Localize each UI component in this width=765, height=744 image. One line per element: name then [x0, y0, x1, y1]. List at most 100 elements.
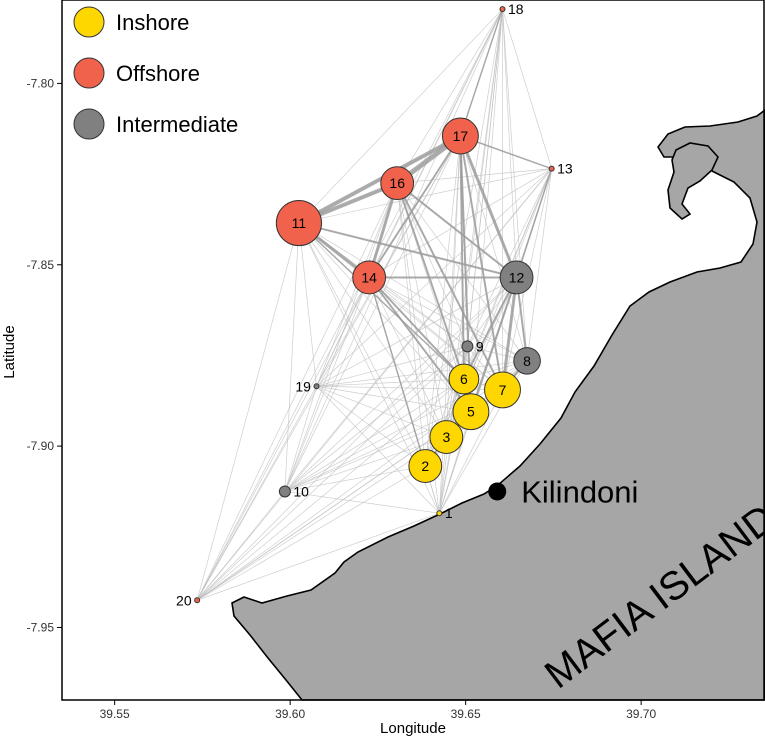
x-axis-title: Longitude: [380, 720, 446, 737]
site-label: 6: [460, 371, 468, 387]
site-label: 2: [421, 458, 429, 474]
legend-label: Inshore: [116, 10, 189, 35]
link-line: [439, 389, 503, 514]
link-line-strong: [396, 182, 465, 380]
site-node: [429, 420, 464, 454]
site-label: 12: [509, 269, 525, 285]
site-node: [275, 199, 323, 247]
link-line-strong: [501, 277, 519, 391]
link-line: [470, 9, 503, 412]
link-line-strong: [459, 135, 504, 391]
site-node: [452, 393, 490, 431]
link-line: [196, 386, 317, 601]
site-node: [548, 165, 555, 172]
link-line: [526, 168, 552, 361]
site-node: [499, 6, 506, 13]
link-line: [284, 465, 426, 492]
x-tick-label: 39.60: [275, 707, 305, 721]
link-line: [397, 168, 552, 184]
small-island-land: [667, 142, 719, 221]
link-line: [298, 168, 552, 224]
link-line: [284, 8, 503, 492]
link-line: [284, 223, 300, 492]
y-tick-label: -7.90: [27, 439, 55, 453]
link-line: [368, 277, 468, 347]
site-label: 11: [292, 215, 307, 231]
link-line: [196, 346, 468, 601]
site-label: 7: [499, 382, 507, 398]
y-tick-label: -7.80: [27, 76, 55, 90]
link-line: [316, 386, 440, 514]
link-line: [196, 277, 370, 601]
link-line: [368, 277, 447, 438]
link-line-strong: [469, 277, 518, 412]
link-line: [502, 8, 552, 169]
site-label: 5: [467, 404, 475, 420]
link-line-strong: [515, 168, 553, 278]
link-line: [368, 277, 503, 391]
link-line: [284, 183, 398, 492]
link-line: [196, 135, 461, 601]
link-line: [460, 135, 528, 361]
link-line: [196, 465, 426, 601]
link-line: [368, 168, 552, 278]
site-label: 3: [442, 429, 450, 445]
link-line: [196, 222, 300, 601]
link-line: [196, 8, 503, 601]
kilindoni-label: Kilindoni: [521, 474, 638, 509]
site-node: [461, 340, 474, 353]
link-line: [284, 135, 461, 492]
link-line: [197, 512, 440, 601]
link-line: [298, 223, 317, 387]
link-line-strong: [297, 134, 462, 225]
y-tick-label: -7.85: [27, 258, 55, 272]
site-node: [441, 117, 479, 155]
legend-swatch: [73, 57, 105, 89]
link-line: [196, 183, 398, 601]
link-line: [196, 378, 465, 601]
link-line: [298, 222, 447, 438]
links-layer: [196, 8, 553, 601]
link-line: [284, 386, 317, 492]
link-line-strong: [463, 277, 518, 380]
site-node: [408, 449, 443, 483]
site-label: 20: [176, 592, 192, 608]
site-node: [313, 383, 320, 390]
kilindoni-marker: [488, 482, 507, 501]
link-line-strong: [298, 222, 465, 380]
site-label: 1: [445, 505, 453, 521]
link-line: [502, 9, 528, 361]
site-label: 13: [557, 161, 573, 177]
link-line: [396, 8, 503, 184]
link-line: [316, 8, 503, 387]
link-line-strong: [368, 135, 462, 279]
link-line-strong: [368, 276, 465, 380]
site-node: [380, 166, 415, 201]
legend-swatch: [73, 6, 105, 38]
site-label: 16: [389, 175, 405, 191]
panel-border: [61, 0, 765, 701]
site-label: 8: [523, 353, 531, 369]
site-label: 18: [508, 1, 524, 17]
link-line-strong: [458, 135, 518, 279]
link-line-strong: [396, 182, 518, 279]
site-node: [436, 510, 443, 517]
link-line: [368, 277, 528, 362]
link-line: [316, 385, 426, 467]
site-node: [499, 260, 534, 295]
link-line: [298, 8, 503, 224]
link-line: [316, 385, 471, 413]
y-tick-label: -7.95: [27, 620, 55, 634]
legend-swatch: [73, 108, 105, 140]
site-label: 10: [293, 483, 309, 499]
link-line: [396, 183, 426, 467]
link-line-strong: [459, 8, 504, 137]
link-line: [196, 168, 552, 601]
y-axis-title: Latitude: [1, 325, 18, 378]
site-node: [513, 347, 541, 375]
x-tick-label: 39.55: [100, 707, 130, 721]
